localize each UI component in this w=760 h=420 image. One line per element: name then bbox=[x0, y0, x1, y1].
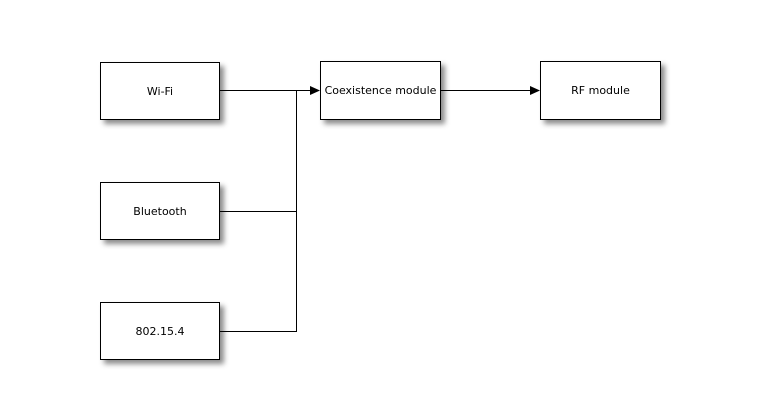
node-rf-module: RF module bbox=[540, 61, 661, 120]
node-wifi-label: Wi-Fi bbox=[146, 84, 174, 98]
node-bluetooth: Bluetooth bbox=[100, 182, 220, 240]
node-coexistence-module-label: Coexistence module bbox=[324, 84, 437, 97]
arrowhead-into-rf bbox=[530, 86, 540, 95]
node-802-15-4: 802.15.4 bbox=[100, 302, 220, 360]
arrowhead-into-coexistence bbox=[310, 86, 320, 95]
node-wifi: Wi-Fi bbox=[100, 62, 220, 120]
node-coexistence-module: Coexistence module bbox=[320, 61, 441, 120]
node-bluetooth-label: Bluetooth bbox=[133, 204, 187, 218]
node-802-15-4-label: 802.15.4 bbox=[135, 324, 185, 338]
node-rf-module-label: RF module bbox=[571, 84, 630, 97]
